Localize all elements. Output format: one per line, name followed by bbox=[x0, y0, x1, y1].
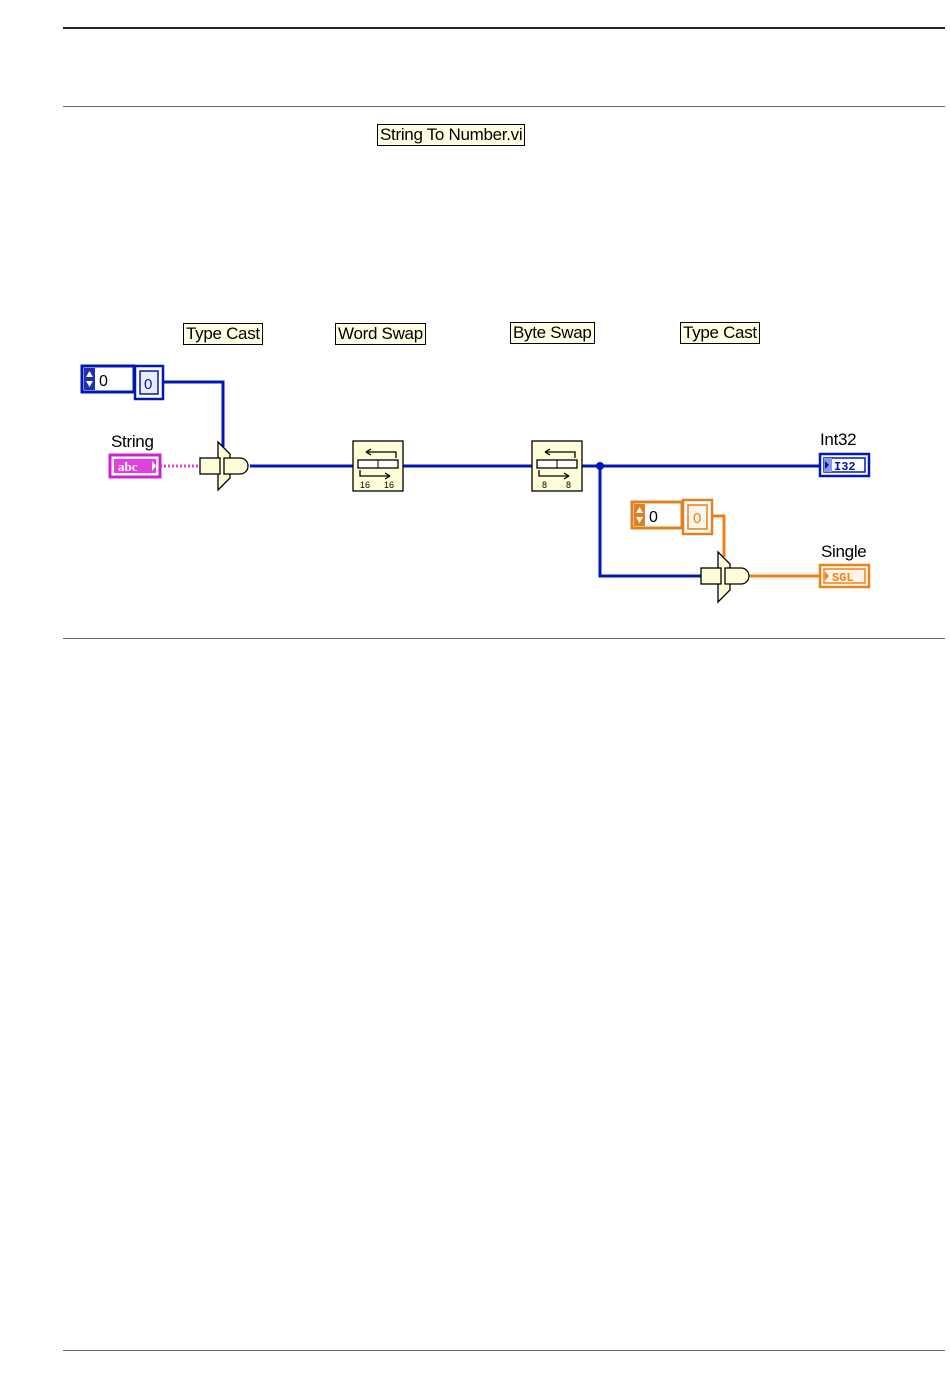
type-cast-1-input-block bbox=[200, 458, 220, 474]
int-constant-value[interactable]: 0 bbox=[99, 373, 108, 390]
wire-junction-dot bbox=[596, 462, 604, 470]
int-constant-wire bbox=[162, 382, 223, 447]
sgl-constant[interactable]: 0 0 bbox=[632, 500, 712, 534]
type-cast-node-2[interactable] bbox=[701, 552, 749, 602]
type-cast-2-input-block bbox=[701, 568, 721, 584]
byte-swap-bits-left: 8 bbox=[542, 480, 547, 490]
single-indicator-terminal[interactable]: SGL bbox=[820, 565, 869, 587]
string-control-terminal[interactable]: abc bbox=[110, 455, 160, 477]
sgl-constant-wire bbox=[712, 516, 724, 557]
int32-indicator-terminal[interactable]: I32 bbox=[820, 454, 869, 476]
sgl-constant-display: 0 bbox=[693, 510, 701, 527]
int-constant[interactable]: 0 0 bbox=[82, 366, 163, 399]
integer-wires bbox=[162, 382, 820, 576]
single-type-text: SGL bbox=[832, 571, 854, 585]
byte-swap-bits-right: 8 bbox=[566, 480, 571, 490]
byte-swap-node[interactable]: 8 8 bbox=[532, 441, 582, 491]
type-cast-node-1[interactable] bbox=[200, 442, 248, 490]
word-swap-node[interactable]: 16 16 bbox=[353, 441, 403, 491]
word-swap-bits-right: 16 bbox=[384, 480, 394, 490]
type-cast-1-output-block bbox=[224, 458, 248, 474]
word-swap-bits-left: 16 bbox=[360, 480, 370, 490]
string-type-text: abc bbox=[118, 459, 138, 474]
int-constant-display: 0 bbox=[144, 376, 152, 393]
int32-type-text: I32 bbox=[834, 460, 856, 474]
type-cast-2-output-block bbox=[725, 568, 749, 584]
sgl-constant-value[interactable]: 0 bbox=[649, 509, 658, 526]
